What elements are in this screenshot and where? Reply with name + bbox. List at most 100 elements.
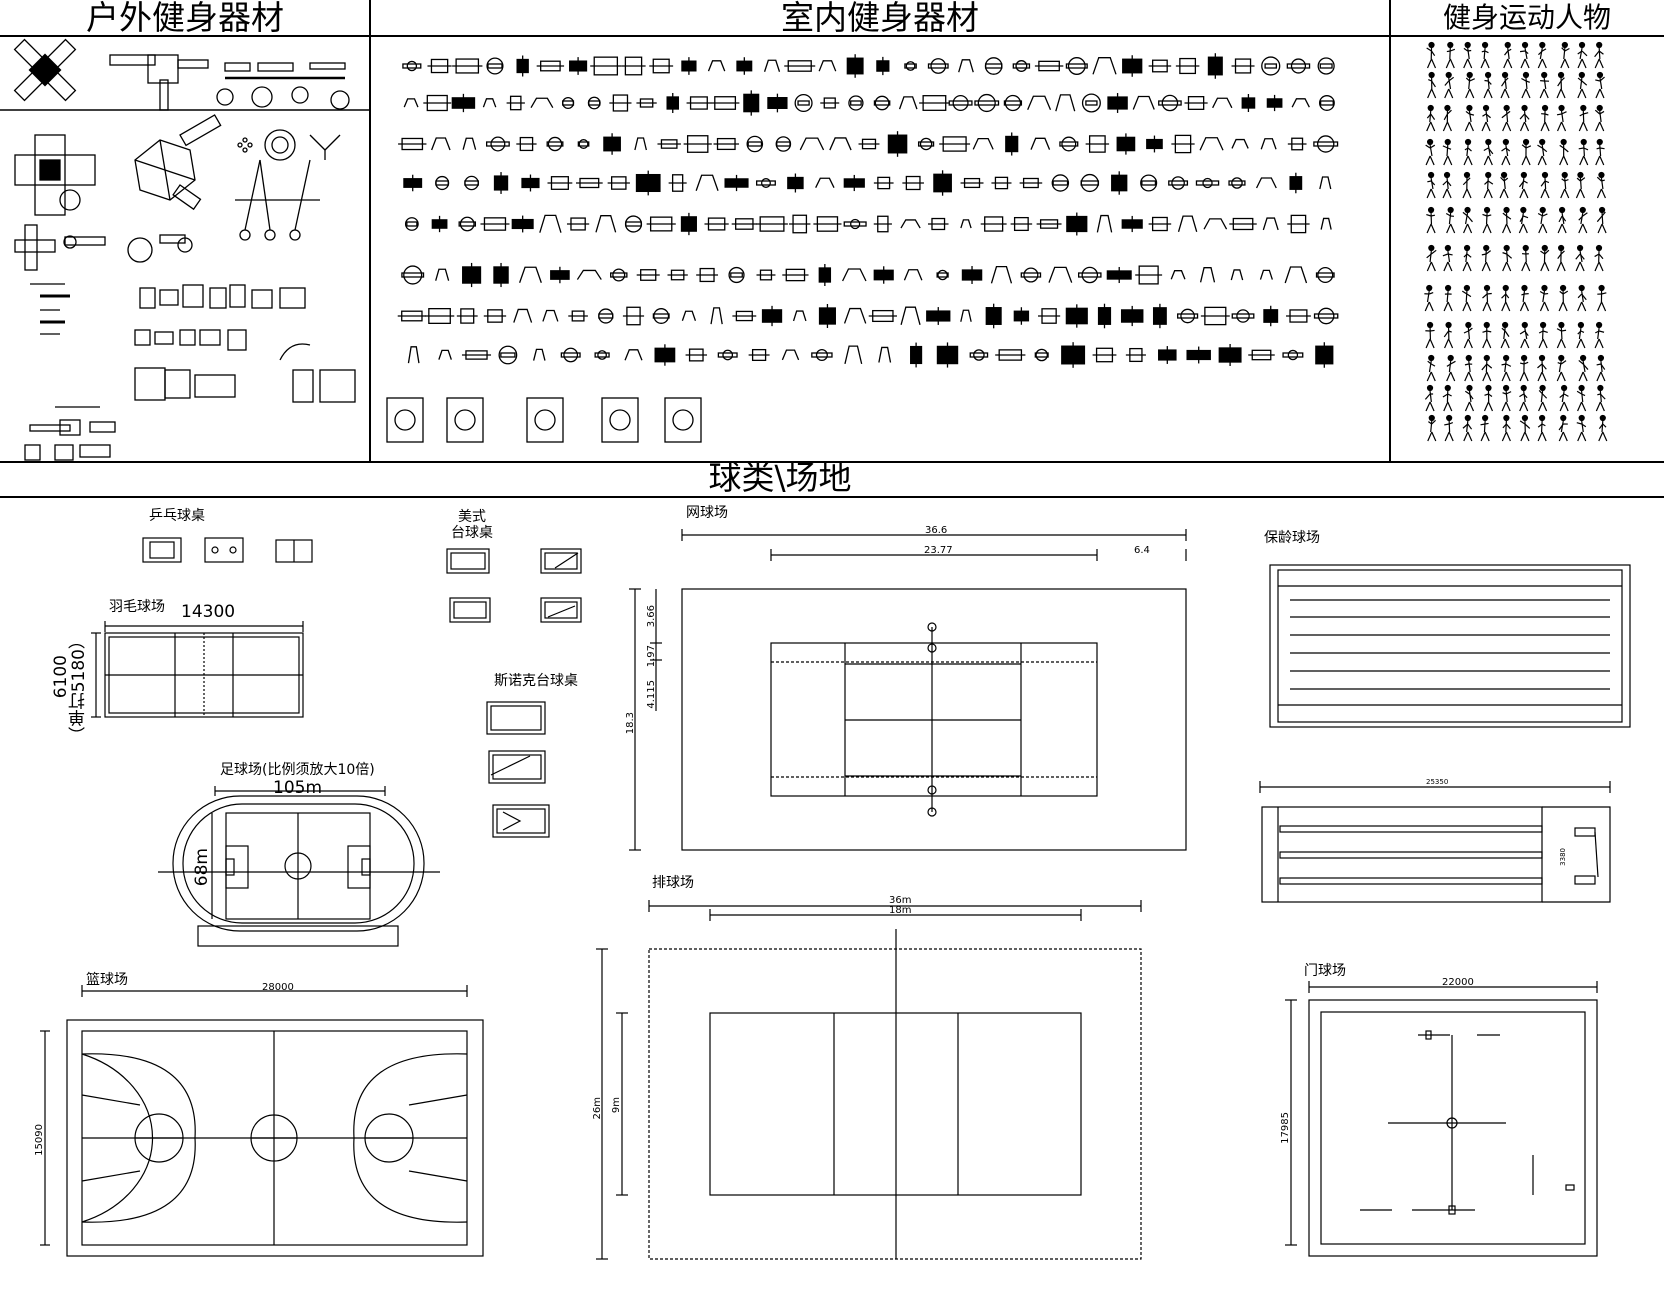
equipment-symbol xyxy=(887,131,908,157)
equipment-symbol xyxy=(610,268,628,282)
person-figure xyxy=(1443,321,1454,349)
equipment-symbol xyxy=(784,60,816,72)
equipment-symbol xyxy=(547,176,573,190)
person-figure xyxy=(1462,244,1472,272)
person-figure xyxy=(1501,284,1511,312)
person-figure xyxy=(1540,244,1550,272)
volleyball-court xyxy=(596,900,1142,1260)
equipment-symbol xyxy=(1078,266,1102,284)
person-figure xyxy=(1502,206,1512,234)
person-figure xyxy=(1519,284,1530,312)
person-figure xyxy=(1560,41,1570,69)
equipment-symbol-large xyxy=(601,397,639,443)
equipment-symbol xyxy=(811,348,833,362)
person-figure xyxy=(1426,206,1436,234)
person-figure xyxy=(1481,104,1491,132)
equipment-symbol xyxy=(423,94,452,112)
equipment-symbol xyxy=(521,174,540,192)
person-figure xyxy=(1540,104,1550,132)
equipment-symbol xyxy=(1229,217,1257,231)
person-figure xyxy=(1442,244,1453,272)
equipment-symbol xyxy=(587,96,601,110)
person-figure xyxy=(1463,138,1473,166)
equipment-symbol xyxy=(902,175,924,191)
person-figure xyxy=(1426,41,1437,69)
equipment-symbol xyxy=(435,268,450,281)
person-figure xyxy=(1518,206,1529,234)
person-figure xyxy=(1444,71,1455,99)
equipment-symbol xyxy=(818,60,837,72)
equipment-symbol xyxy=(403,98,419,108)
equipment-symbol xyxy=(1313,307,1339,325)
equipment-symbol xyxy=(933,170,952,196)
person-figure xyxy=(1426,171,1436,199)
equipment-symbol xyxy=(1081,93,1101,113)
person-figure xyxy=(1425,321,1435,349)
equipment-symbol xyxy=(936,269,949,281)
person-figure xyxy=(1461,284,1472,312)
person-figure xyxy=(1521,138,1532,166)
person-figure xyxy=(1556,321,1567,349)
equipment-symbol xyxy=(1148,216,1172,232)
section-title-outdoor: 户外健身器材 xyxy=(86,0,284,37)
equipment-symbol xyxy=(1282,349,1304,361)
equipment-symbol xyxy=(562,96,575,110)
gateball-length: 22000 xyxy=(1442,977,1474,988)
person-figure xyxy=(1537,41,1547,69)
equipment-symbol xyxy=(1048,266,1073,283)
equipment-symbol xyxy=(843,174,865,192)
people-figure-symbols xyxy=(1424,41,1608,442)
equipment-symbol xyxy=(1125,347,1146,363)
equipment-symbol-large xyxy=(526,397,564,443)
person-figure xyxy=(1576,384,1587,412)
equipment-symbol xyxy=(530,97,554,109)
person-figure xyxy=(1501,138,1511,166)
section-title-people: 健身运动人物 xyxy=(1442,1,1611,34)
equipment-symbol xyxy=(1287,137,1307,151)
equipment-symbol xyxy=(594,350,610,360)
equipment-symbol xyxy=(498,345,518,365)
equipment-symbol xyxy=(1097,303,1112,329)
equipment-symbol xyxy=(483,309,507,323)
equipment-symbol xyxy=(842,268,867,282)
equipment-symbol xyxy=(462,137,477,150)
equipment-symbol xyxy=(603,133,621,155)
equipment-symbol xyxy=(1261,56,1281,76)
equipment-symbol xyxy=(546,136,564,152)
volleyball-label: 排球场 xyxy=(652,875,694,891)
person-figure xyxy=(1424,284,1434,312)
person-figure xyxy=(1519,321,1530,349)
equipment-symbol xyxy=(1231,138,1249,149)
bowling-label: 保龄球场 xyxy=(1264,530,1320,546)
equipment-symbol xyxy=(1085,135,1110,153)
equipment-symbol xyxy=(873,215,892,233)
person-figure xyxy=(1481,244,1492,272)
equipment-symbol xyxy=(746,135,764,153)
equipment-symbol xyxy=(513,308,533,323)
basketball-label: 篮球场 xyxy=(86,972,128,988)
equipment-symbol xyxy=(799,137,825,151)
equipment-symbol xyxy=(646,216,676,232)
equipment-symbol xyxy=(763,59,781,72)
person-figure xyxy=(1539,71,1550,99)
person-figure xyxy=(1442,138,1453,166)
person-figure xyxy=(1577,41,1588,69)
equipment-symbol xyxy=(622,306,645,326)
equipment-symbol xyxy=(1170,270,1186,280)
equipment-symbol xyxy=(458,216,477,232)
indoor-equipment-symbols xyxy=(386,53,1339,443)
badminton-length: 14300 xyxy=(181,602,236,622)
person-figure xyxy=(1559,384,1569,412)
equipment-symbol xyxy=(794,93,813,113)
equipment-symbol xyxy=(756,178,776,188)
equipment-symbol xyxy=(818,303,836,329)
equipment-symbol xyxy=(635,170,661,196)
equipment-symbol xyxy=(789,214,811,234)
equipment-symbol xyxy=(435,175,450,191)
equipment-symbol xyxy=(927,217,949,231)
equipment-symbol xyxy=(1315,266,1335,284)
equipment-symbol xyxy=(713,137,740,151)
equipment-symbol xyxy=(787,173,804,193)
person-figure xyxy=(1463,41,1473,69)
equipment-symbol xyxy=(1122,55,1143,77)
